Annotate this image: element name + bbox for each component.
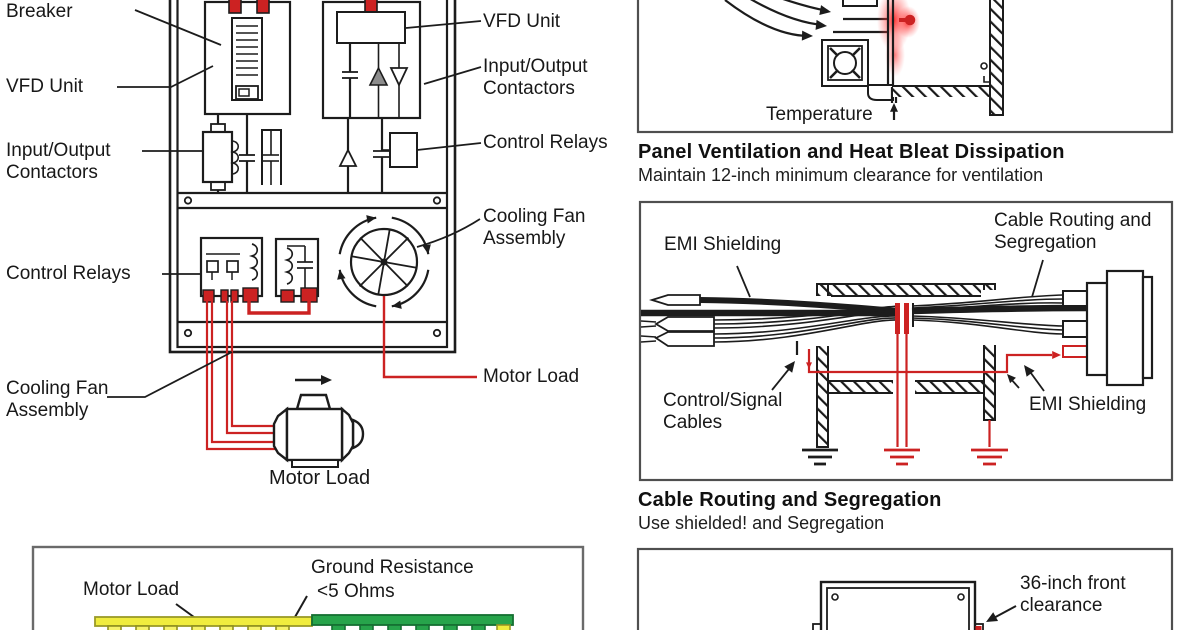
vfd-panel-diagram bbox=[107, 0, 482, 468]
cooling-fan bbox=[335, 213, 433, 311]
ventilation-subtitle: Maintain 12-inch minimum clearance for v… bbox=[638, 165, 1044, 185]
breaker-unit bbox=[203, 0, 292, 116]
relay-box-2 bbox=[274, 237, 320, 303]
label-routing-2: Segregation bbox=[994, 232, 1097, 253]
cable-subtitle: Use shielded! and Segregation bbox=[638, 513, 885, 533]
clearance-arrow bbox=[983, 605, 1017, 627]
label-fan-right-1: Cooling Fan bbox=[483, 206, 586, 227]
busbar-teeth-yellow bbox=[107, 625, 290, 630]
cables bbox=[640, 294, 1088, 347]
clearance-cabinet bbox=[812, 580, 984, 630]
motor bbox=[272, 375, 365, 468]
label-motor-right: Motor Load bbox=[483, 366, 580, 387]
airflow-arrows bbox=[724, 0, 832, 41]
vent-fan bbox=[821, 39, 869, 87]
label-ground-resistance: Ground Resistance bbox=[311, 557, 474, 578]
label-io-left-2: Contactors bbox=[6, 162, 98, 183]
ground-symbol-black bbox=[802, 448, 838, 466]
floor-and-wall bbox=[893, 0, 1004, 116]
label-clearance-2: clearance bbox=[1020, 595, 1103, 616]
label-leaders bbox=[107, 9, 482, 398]
cable-title: Cable Routing and Segregation bbox=[638, 489, 942, 511]
label-relays-left: Control Relays bbox=[6, 263, 131, 284]
vfd-unit bbox=[321, 0, 422, 120]
relay-box-1 bbox=[199, 236, 264, 303]
label-io-left-1: Input/Output bbox=[6, 140, 111, 161]
label-vfd-left: VFD Unit bbox=[6, 76, 84, 97]
label-control-cables-2: Cables bbox=[663, 412, 723, 433]
exhaust-knob bbox=[899, 14, 916, 26]
grounding-panel bbox=[31, 545, 585, 630]
label-io-right-2: Contactors bbox=[483, 78, 575, 99]
label-fan-left-1: Cooling Fan bbox=[6, 378, 109, 399]
temperature-arrow bbox=[890, 103, 898, 120]
label-relays-right: Control Relays bbox=[483, 132, 608, 153]
label-io-right-1: Input/Output bbox=[483, 56, 588, 77]
busbar bbox=[94, 614, 514, 630]
clearance-panel bbox=[636, 547, 1174, 630]
label-ground-ohms: <5 Ohms bbox=[317, 581, 395, 602]
label-clearance-1: 36-inch front bbox=[1020, 573, 1126, 594]
label-control-cables-1: Control/Signal bbox=[663, 390, 783, 411]
label-vfd-right: VFD Unit bbox=[483, 11, 561, 32]
cable-routing-panel bbox=[638, 200, 1174, 482]
label-temperature: Temperature bbox=[766, 104, 873, 125]
heat-glow bbox=[877, 0, 920, 77]
panel-enclosure bbox=[168, 0, 457, 354]
io-contactor-cluster bbox=[201, 113, 282, 193]
ground-wiring-red bbox=[795, 334, 1061, 447]
ventilation-panel bbox=[636, 0, 1174, 134]
label-emi-bottom: EMI Shielding bbox=[1029, 394, 1147, 415]
label-fan-right-2: Assembly bbox=[483, 228, 566, 249]
cable-clamp bbox=[895, 303, 914, 334]
label-routing-1: Cable Routing and bbox=[994, 210, 1152, 231]
right-connectors bbox=[1062, 269, 1154, 387]
motor-wiring-red bbox=[205, 296, 477, 451]
ventilation-title: Panel Ventilation and Heat Bleat Dissipa… bbox=[638, 141, 1065, 163]
label-fan-left-2: Assembly bbox=[6, 400, 89, 421]
motor-caption: Motor Load bbox=[269, 467, 371, 489]
control-relay-upper bbox=[338, 118, 418, 193]
label-emi-top: EMI Shielding bbox=[664, 234, 782, 255]
cable-panel-leaders bbox=[736, 259, 1045, 392]
ground-symbols-red bbox=[884, 448, 1008, 466]
label-motor-ground: Motor Load bbox=[83, 579, 180, 600]
label-breaker: Breaker bbox=[6, 1, 73, 22]
